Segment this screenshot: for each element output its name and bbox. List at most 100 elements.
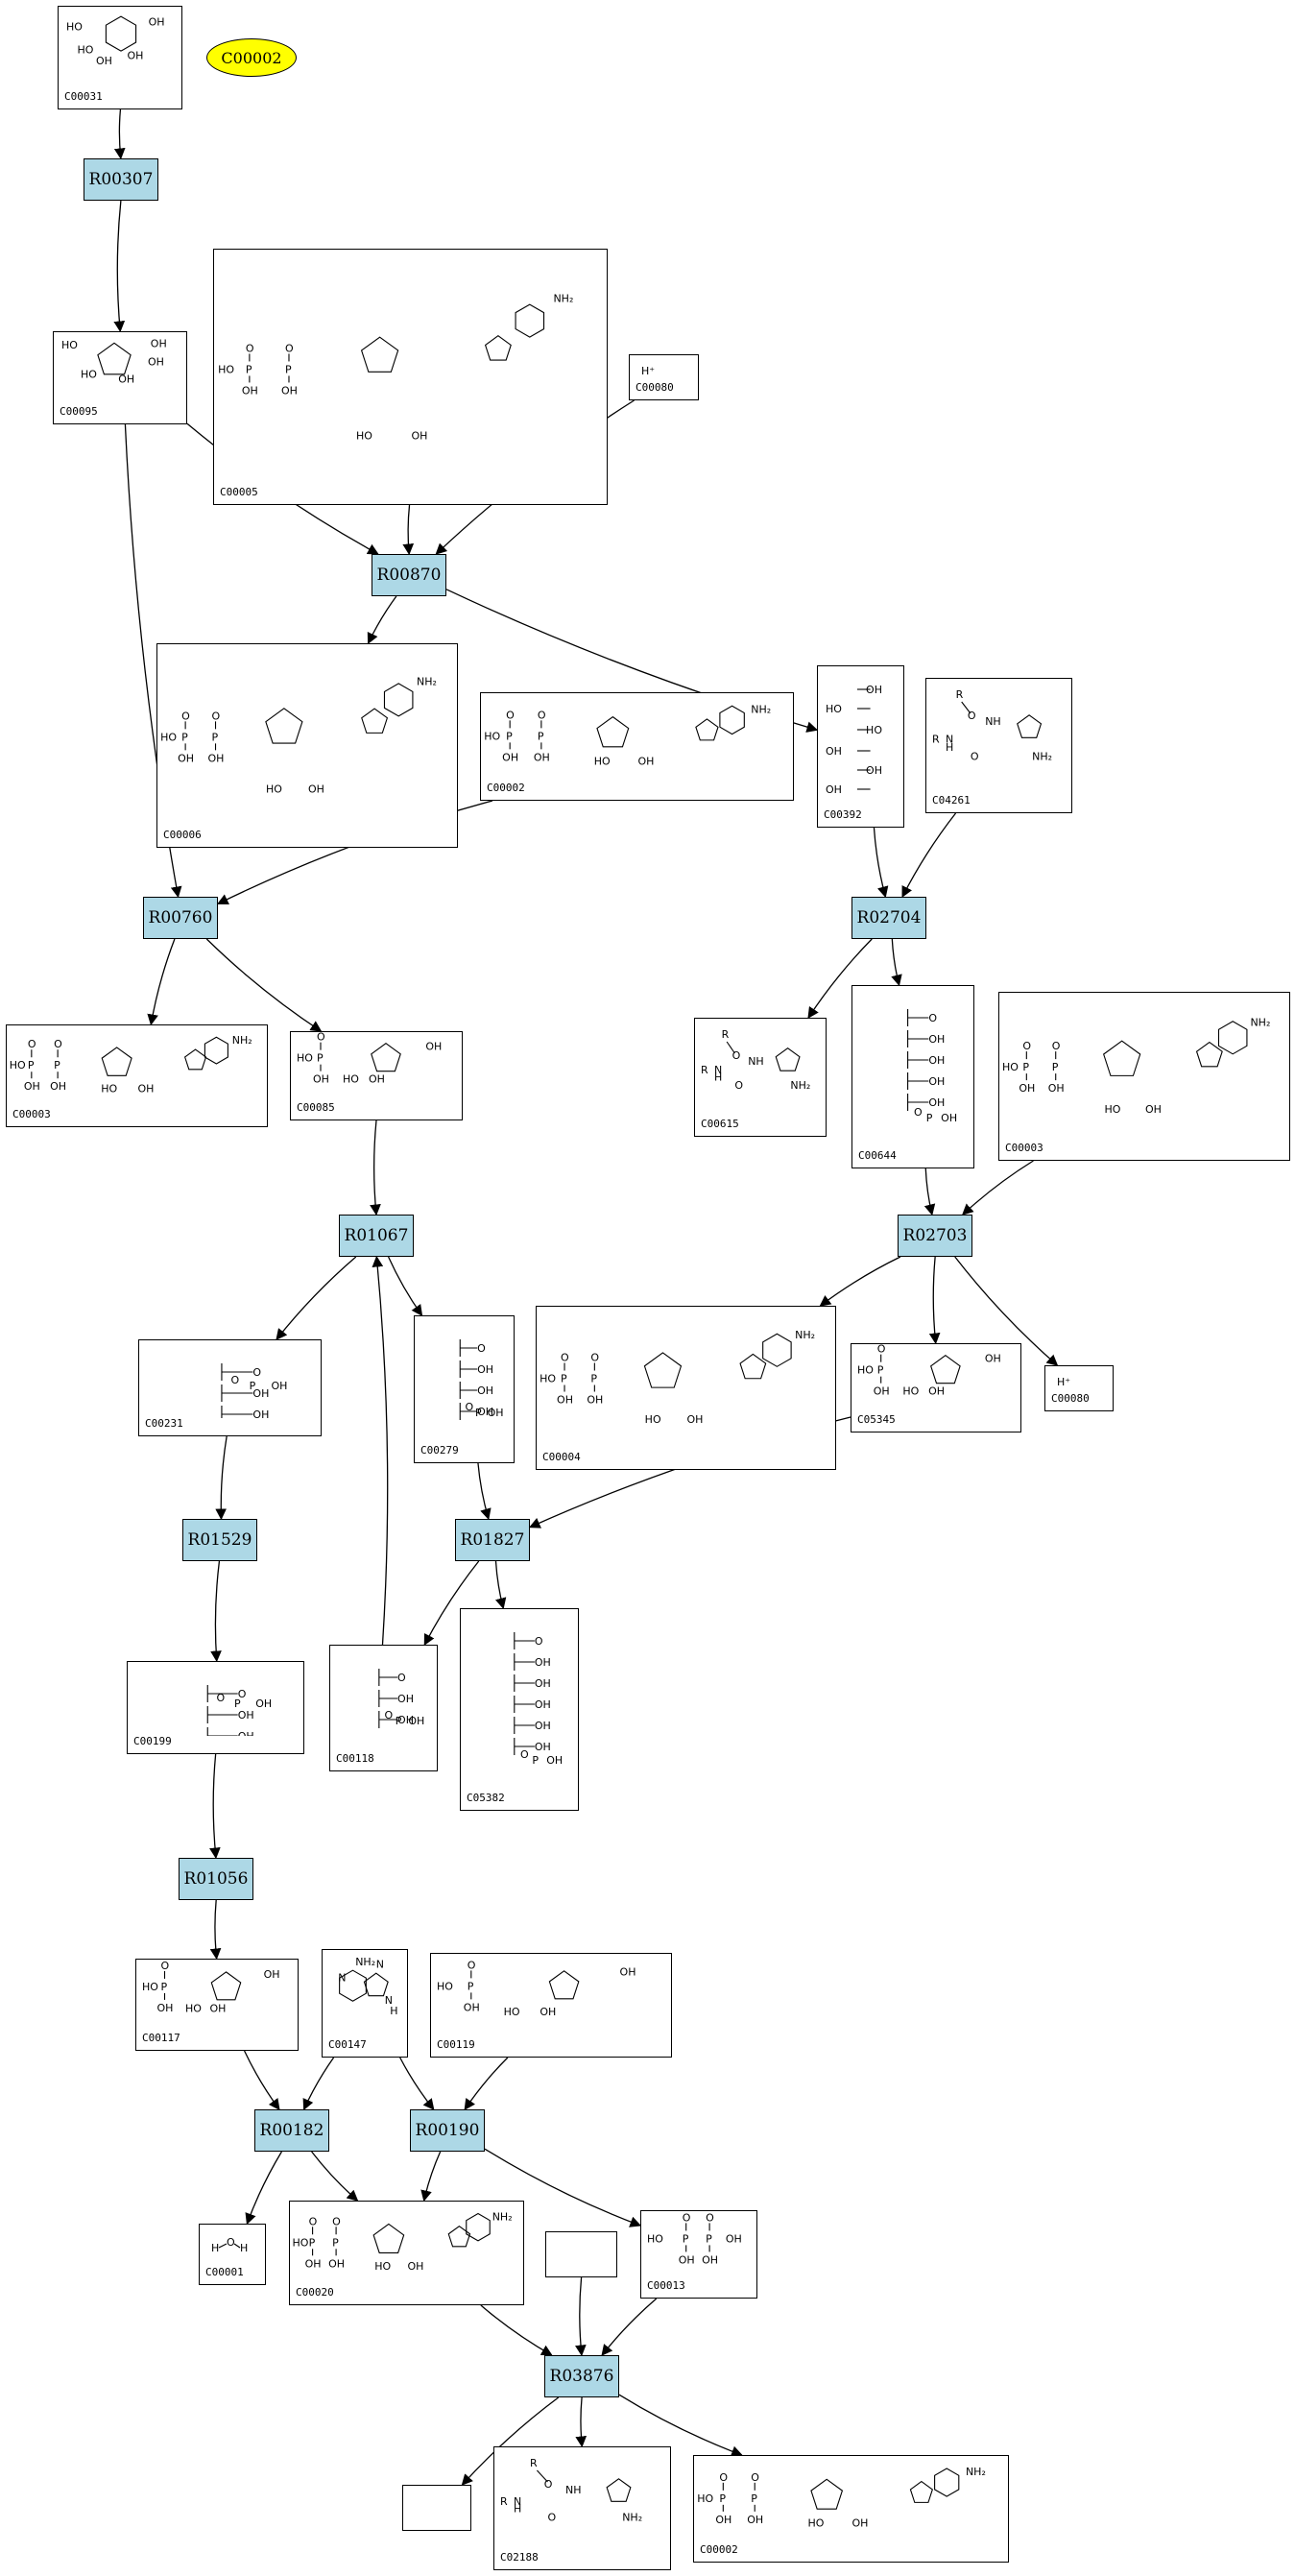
svg-text:HO: HO [437, 1980, 453, 1992]
edge-c_C00085-to-r_R01067 [370, 1119, 381, 1216]
svg-text:OH: OH [369, 1073, 385, 1086]
svg-text:O: O [506, 709, 515, 721]
svg-text:P: P [332, 2236, 339, 2249]
svg-text:OH: OH [535, 1656, 551, 1669]
reaction-r01056[interactable]: R01056 [179, 1858, 253, 1900]
svg-text:H: H [390, 2005, 397, 2017]
compound-id-label: C00119 [437, 2038, 475, 2051]
svg-text:N: N [514, 2495, 521, 2508]
reaction-r02703[interactable]: R02703 [898, 1215, 972, 1257]
svg-text:OH: OH [928, 1054, 945, 1067]
svg-text:N: N [946, 734, 953, 746]
svg-text:OH: OH [477, 1406, 493, 1418]
compound-id-label: C00020 [296, 2286, 334, 2299]
svg-text:O: O [212, 710, 221, 722]
svg-text:OH: OH [866, 684, 882, 696]
svg-text:NH: NH [748, 1055, 764, 1068]
svg-text:P: P [161, 1981, 168, 1993]
svg-text:NH: NH [565, 2484, 582, 2496]
compound-id-label: C00080 [1051, 1392, 1090, 1405]
svg-text:HO: HO [356, 430, 372, 443]
reaction-r00307[interactable]: R00307 [84, 158, 158, 201]
compound-blank-output[interactable] [402, 2485, 471, 2531]
edge-c_C00147-to-r_R00182 [302, 2057, 335, 2111]
svg-text:OH: OH [255, 1697, 272, 1710]
svg-text:P: P [396, 1715, 402, 1727]
reaction-r00182[interactable]: R00182 [254, 2109, 329, 2152]
edge-r_R01529-to-c_C00199 [210, 1560, 222, 1663]
svg-text:P: P [590, 1373, 597, 1385]
svg-text:OH: OH [118, 373, 134, 385]
svg-text:OH: OH [535, 1720, 551, 1732]
svg-text:H: H [714, 1071, 722, 1083]
svg-text:HO: HO [1002, 1061, 1019, 1073]
reaction-r01067[interactable]: R01067 [339, 1215, 414, 1257]
edge-c_C00147-to-r_R00190 [399, 2057, 435, 2110]
svg-text:NH₂: NH₂ [751, 703, 771, 715]
reaction-r00190[interactable]: R00190 [410, 2109, 485, 2152]
svg-text:O: O [28, 1038, 36, 1050]
reaction-r03876[interactable]: R03876 [544, 2355, 619, 2397]
svg-text:O: O [252, 1366, 261, 1379]
reaction-r01827[interactable]: R01827 [455, 1519, 530, 1561]
svg-text:R: R [701, 1064, 708, 1076]
svg-text:HO: HO [292, 2236, 308, 2249]
compound-id-label: C00080 [636, 381, 674, 394]
svg-text:P: P [234, 1697, 241, 1710]
svg-text:OH: OH [546, 1754, 563, 1767]
compound-id-label: C00147 [328, 2038, 367, 2051]
svg-text:HO: HO [10, 1059, 26, 1071]
svg-text:N: N [714, 1064, 722, 1076]
reaction-r01529[interactable]: R01529 [182, 1519, 257, 1561]
svg-text:OH: OH [178, 752, 194, 764]
compound-c00080-proton[interactable]: H⁺ C00080 [629, 354, 699, 400]
edge-r_R00760-to-c_C00003a [147, 938, 176, 1026]
highlight-compound-oval[interactable]: C00002 [206, 38, 297, 77]
svg-text:HO: HO [218, 363, 234, 375]
compound-blank-input[interactable] [545, 2231, 617, 2277]
svg-text:NH₂: NH₂ [553, 292, 573, 304]
reaction-r00760[interactable]: R00760 [143, 897, 218, 939]
compound-id-label: C00013 [647, 2279, 685, 2292]
compound-id-label: C00001 [205, 2266, 244, 2278]
compound-id-label: C00117 [142, 2032, 180, 2044]
reaction-r02704[interactable]: R02704 [851, 897, 926, 939]
reaction-r00870[interactable]: R00870 [372, 554, 446, 596]
edge-r_R00760-to-c_C00085 [205, 938, 323, 1032]
svg-text:HO: HO [78, 43, 94, 56]
compound-c00080-proton-2[interactable]: H⁺ C00080 [1044, 1365, 1114, 1411]
